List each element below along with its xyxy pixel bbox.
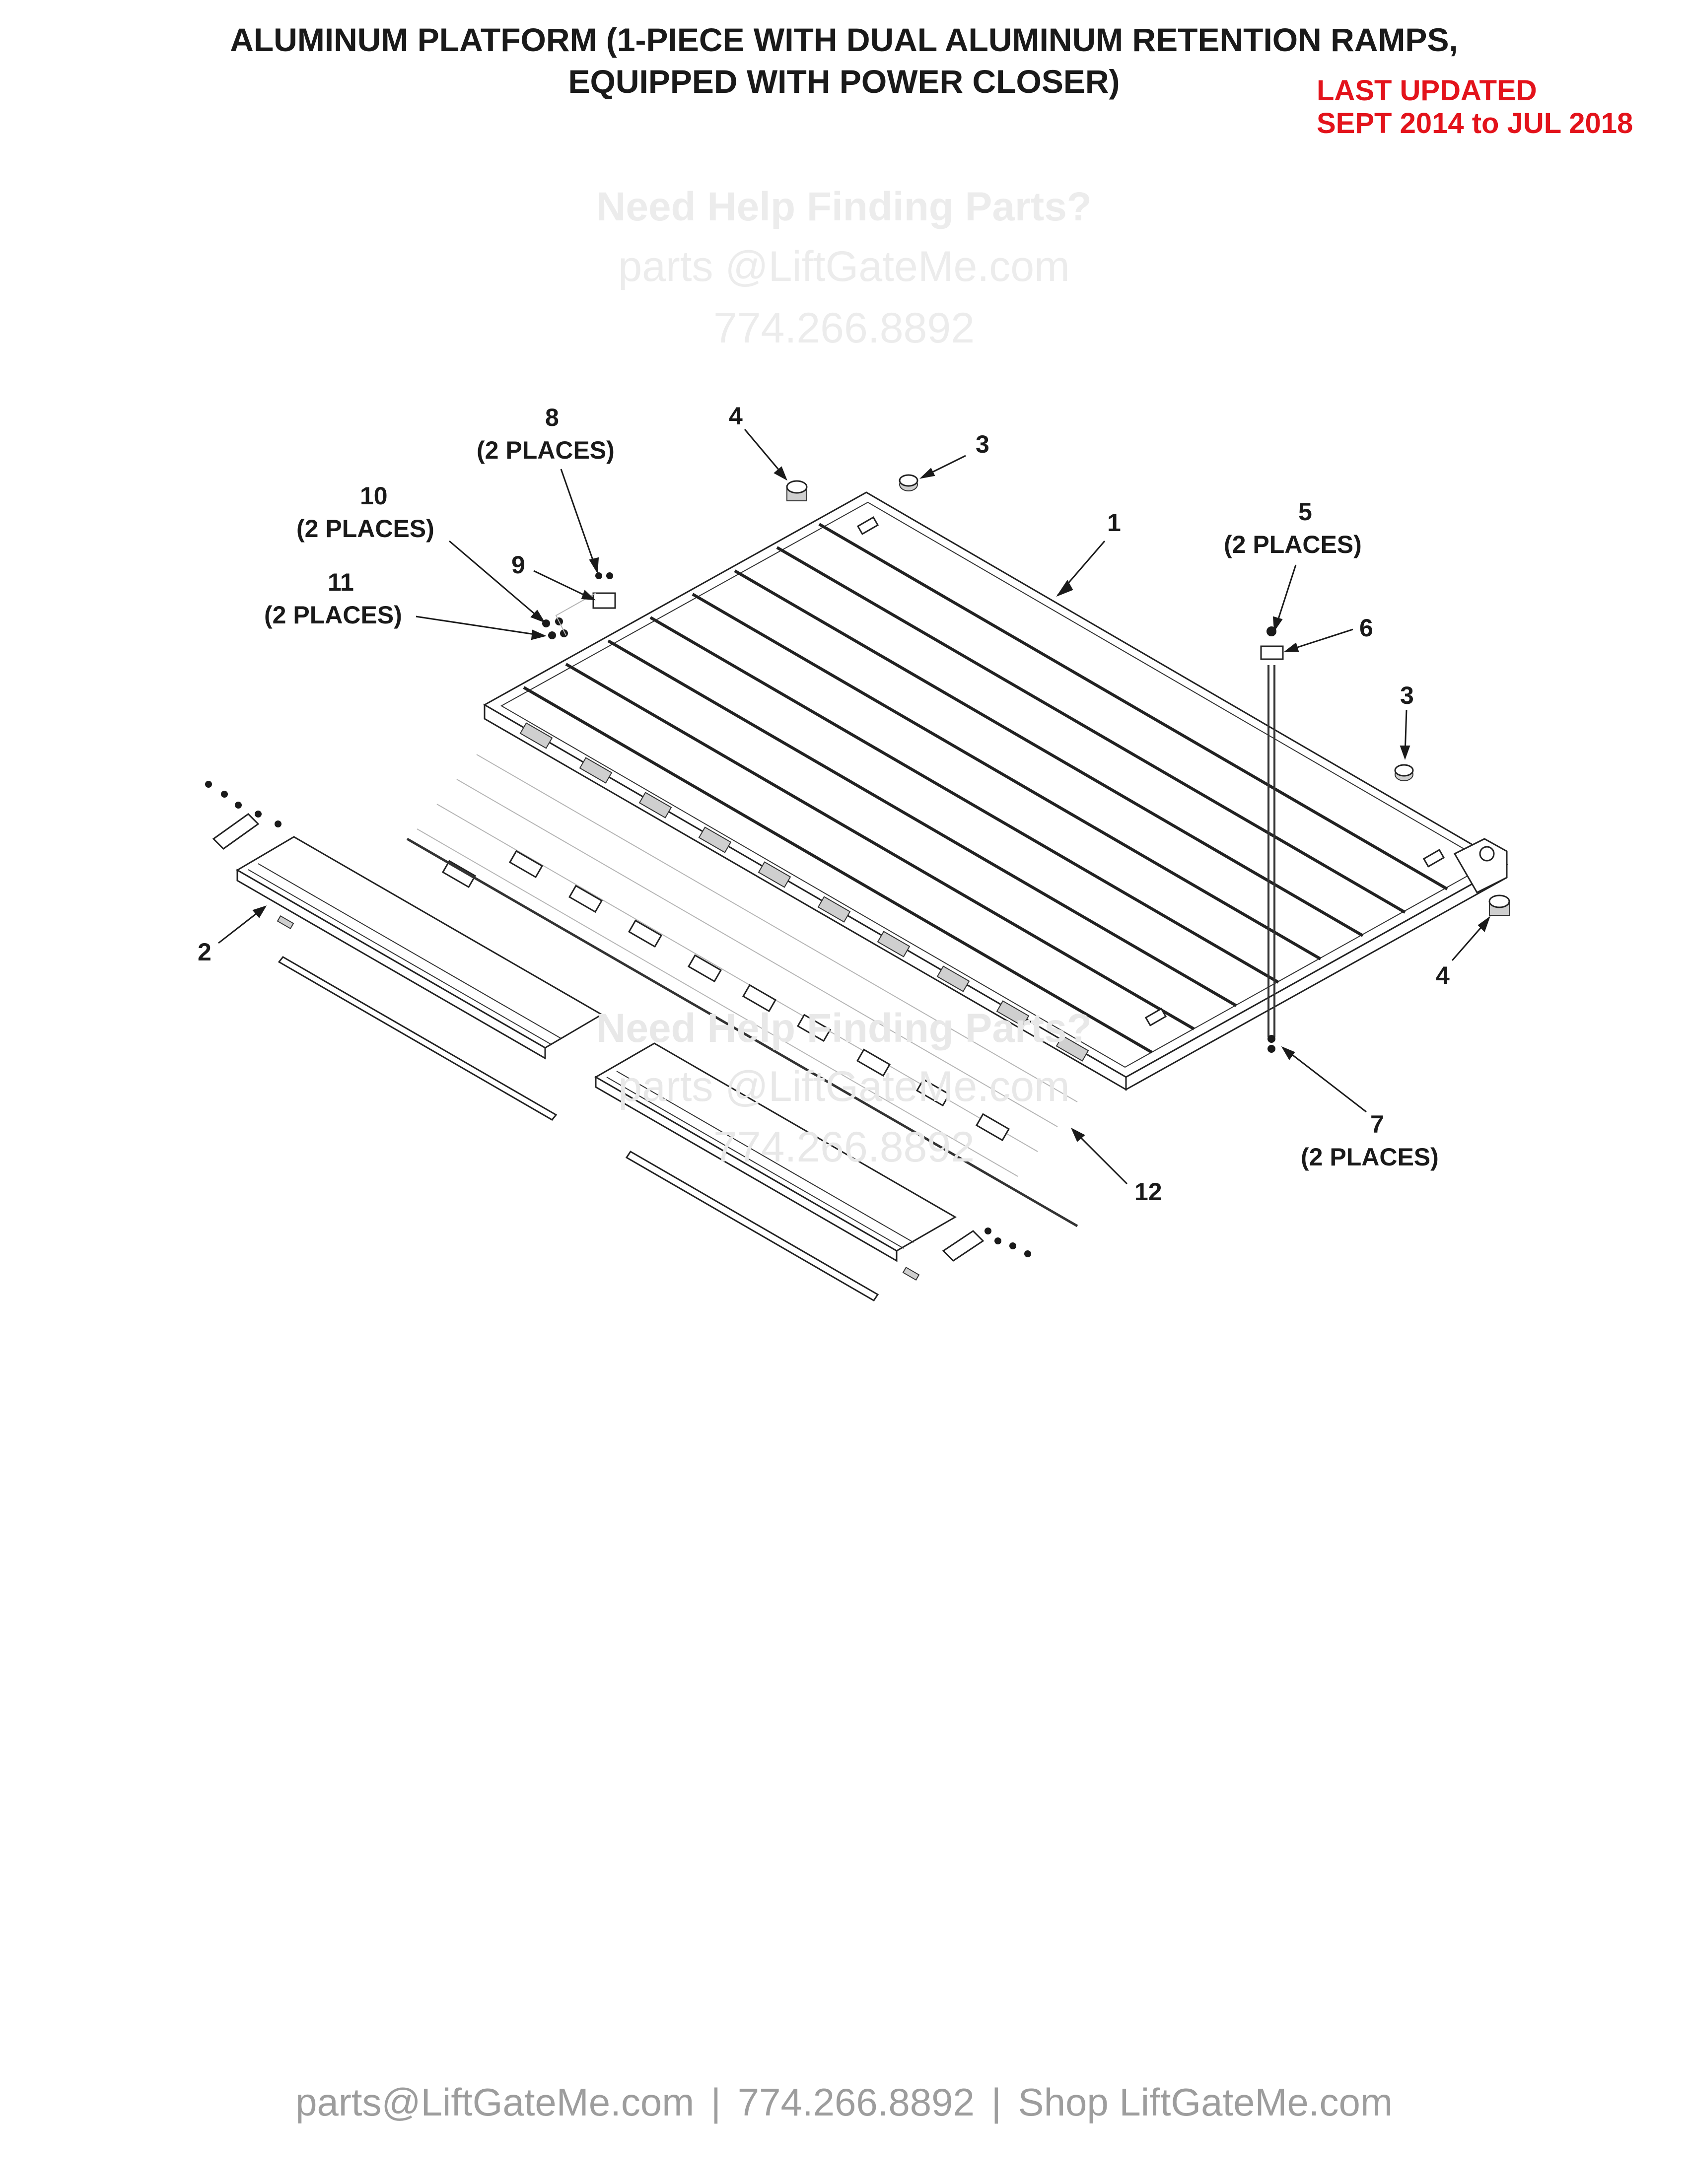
deck-slats	[523, 523, 1448, 1054]
callout-12: 12	[1070, 1127, 1162, 1206]
watermark-heading-lower: Need Help Finding Parts?	[596, 1006, 1092, 1051]
callout-label-7-places: (2 PLACES)	[1301, 1143, 1439, 1171]
callout-1: 1	[1056, 509, 1121, 597]
watermark-phone: 774.266.8892	[713, 304, 975, 352]
last-updated-note: LAST UPDATED SEPT 2014 to JUL 2018	[1317, 74, 1633, 140]
retention-ramp-left	[205, 781, 603, 1121]
retention-ramp-right	[594, 1042, 1031, 1302]
callout-label-8-places: (2 PLACES)	[477, 436, 615, 464]
watermark-phone-lower: 774.266.8892	[713, 1123, 975, 1171]
callout-label-11-places: (2 PLACES)	[264, 601, 402, 629]
callout-4-right: 4	[1436, 916, 1491, 989]
callout-label-3-upper: 3	[976, 430, 989, 458]
last-updated-label: LAST UPDATED	[1317, 74, 1537, 107]
callout-label-3-right: 3	[1400, 682, 1414, 709]
pin-part-4-right	[1488, 894, 1510, 916]
callout-9: 9	[511, 551, 596, 601]
callout-label-12: 12	[1134, 1178, 1162, 1206]
watermark-email-lower: parts @LiftGateMe.com	[618, 1063, 1070, 1110]
footer-email-link[interactable]: parts@LiftGateMe.com	[295, 2080, 695, 2124]
aluminum-platform-deck	[483, 491, 1509, 1091]
callout-4-upper: 4	[729, 402, 787, 481]
bushing-part-3-upper	[899, 474, 918, 491]
callout-2: 2	[198, 905, 267, 966]
watermark-heading: Need Help Finding Parts?	[596, 184, 1092, 229]
footer-phone[interactable]: 774.266.8892	[737, 2080, 975, 2124]
callout-3-right: 3	[1400, 682, 1414, 760]
callout-label-4-upper: 4	[729, 402, 743, 430]
last-updated-range: SEPT 2014 to JUL 2018	[1317, 107, 1633, 139]
callout-label-8: 8	[545, 404, 559, 431]
bracket-hardware-left	[542, 572, 616, 639]
callout-5: 5 (2 PLACES)	[1224, 498, 1362, 632]
watermark-email: parts @LiftGateMe.com	[618, 243, 1070, 290]
callout-10: 10 (2 PLACES)	[296, 482, 546, 623]
callout-label-11: 11	[328, 568, 354, 596]
callout-label-5: 5	[1298, 498, 1312, 526]
footer-separator: |	[710, 2080, 721, 2124]
title-line-2: EQUIPPED WITH POWER CLOSER)	[568, 63, 1120, 100]
callout-7: 7 (2 PLACES)	[1281, 1046, 1439, 1171]
callout-label-10-places: (2 PLACES)	[296, 515, 434, 543]
callout-label-7: 7	[1370, 1110, 1384, 1138]
footer-contact: parts@LiftGateMe.com | 774.266.8892 | Sh…	[0, 2080, 1688, 2125]
footer-shop-link[interactable]: Shop LiftGateMe.com	[1018, 2080, 1393, 2124]
callout-label-4-right: 4	[1436, 961, 1450, 989]
power-closer-rod	[1260, 626, 1284, 1053]
bushing-part-3-right	[1394, 764, 1414, 781]
front-hinge-knuckles	[519, 722, 1089, 1062]
title-line-1: ALUMINUM PLATFORM (1-PIECE WITH DUAL ALU…	[230, 21, 1458, 58]
callout-6: 6	[1283, 614, 1373, 653]
callout-3-upper: 3	[919, 430, 989, 479]
hinge-blocks-exploded	[406, 754, 1078, 1228]
footer-separator: |	[991, 2080, 1001, 2124]
callout-label-2: 2	[198, 938, 211, 966]
callout-11: 11 (2 PLACES)	[264, 568, 547, 640]
callout-label-1: 1	[1107, 509, 1121, 537]
callout-8: 8 (2 PLACES)	[477, 404, 615, 574]
callout-label-5-places: (2 PLACES)	[1224, 531, 1362, 558]
callout-label-6: 6	[1359, 614, 1373, 642]
page-title: ALUMINUM PLATFORM (1-PIECE WITH DUAL ALU…	[0, 19, 1688, 102]
pin-part-4-upper-left	[786, 480, 808, 501]
callout-label-9: 9	[511, 551, 525, 579]
callout-label-10: 10	[360, 482, 388, 510]
